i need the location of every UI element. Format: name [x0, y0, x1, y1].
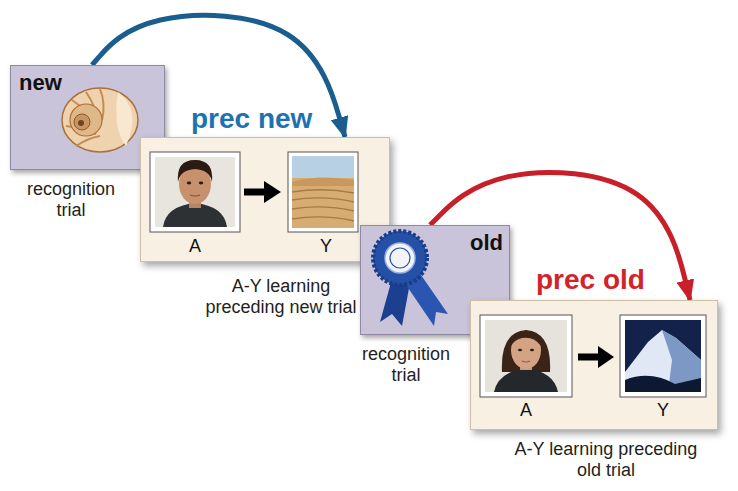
ribbon-rosette [373, 231, 448, 326]
condition-heading: prec old [536, 264, 645, 296]
photo-frame [620, 315, 706, 397]
eye [187, 182, 191, 185]
face-photo [150, 152, 240, 232]
learning-card: prec oldA-Y learning preceding old trial [470, 300, 718, 430]
shell-coil [70, 104, 102, 136]
arrow-head [264, 181, 281, 203]
snow-peak [625, 330, 701, 392]
stimulus-letter: A [496, 400, 556, 421]
mouth [190, 195, 200, 196]
nautilus-shell [62, 88, 138, 152]
photo-frame [480, 315, 572, 397]
rosette [373, 231, 427, 285]
shell-coil [78, 120, 84, 126]
face [511, 331, 541, 369]
photo-ground [155, 157, 235, 227]
shell-stripes [66, 89, 104, 146]
face [179, 164, 211, 204]
card-caption: recognition trial [350, 344, 462, 385]
desert-photo [288, 152, 358, 232]
eye [199, 182, 203, 185]
arrow-shaft [244, 189, 266, 196]
pair-arrow [578, 346, 614, 368]
rosette-ring [390, 248, 410, 268]
mountain-photo [620, 315, 706, 397]
stimulus-letter: Y [633, 400, 693, 421]
shirt [494, 368, 558, 392]
card-caption: A-Y learning preceding new trial [191, 276, 371, 317]
trial-type: old [470, 230, 503, 255]
rosette-center [385, 243, 415, 273]
stimulus-letter: A [165, 236, 225, 257]
photo-frame [288, 152, 358, 232]
card-caption: recognition trial [15, 179, 127, 220]
dune [292, 177, 354, 186]
shirt [163, 203, 227, 227]
pair-arrow [244, 181, 281, 203]
eye [518, 349, 522, 352]
hair [178, 160, 212, 182]
sand [292, 178, 354, 228]
trial-type: new [19, 70, 62, 95]
stimulus-letter: Y [296, 236, 356, 257]
ribbon-tail [380, 268, 412, 326]
mouth [522, 361, 530, 362]
shell-body [62, 88, 138, 152]
neck [520, 358, 532, 370]
photo-frame [150, 152, 240, 232]
photo-ground [485, 320, 567, 392]
foreground [625, 376, 701, 392]
hair [511, 331, 541, 346]
arrow-head [598, 346, 614, 368]
sky [292, 156, 354, 178]
sky [625, 320, 701, 392]
arrow-shaft [578, 354, 600, 361]
learning-card: prec newA-Y learning preceding new trial [140, 137, 390, 262]
sand-ripples [292, 190, 354, 221]
face-photo [480, 315, 572, 397]
hair [502, 330, 550, 372]
peak-shadow [662, 330, 701, 392]
condition-heading: prec new [191, 103, 312, 135]
neck [189, 196, 201, 208]
shell-opening [116, 92, 132, 146]
eye [530, 349, 534, 352]
ribbon-tail [400, 262, 448, 326]
card-caption: A-Y learning preceding old trial [511, 439, 701, 480]
shell-coil [74, 114, 90, 130]
